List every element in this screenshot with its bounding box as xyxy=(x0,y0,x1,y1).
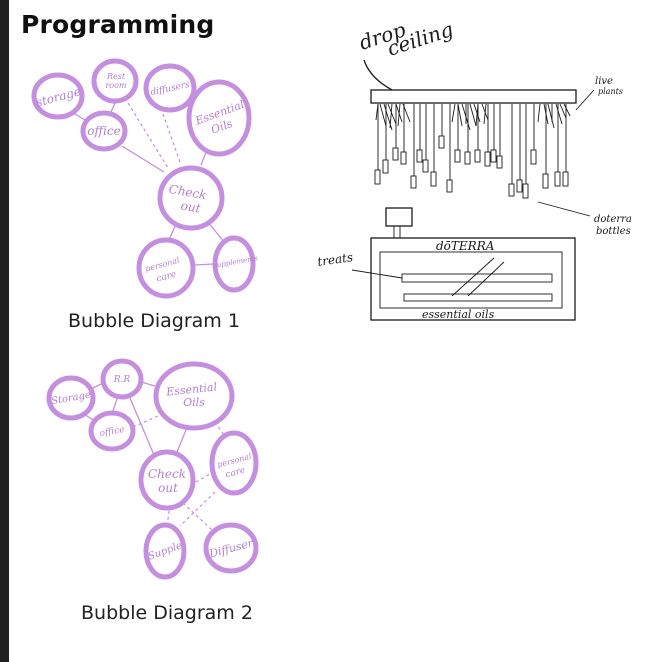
link-office-checkout xyxy=(121,145,165,173)
bubble-personal-care xyxy=(136,237,196,299)
caption-bubble-diagram-1: Bubble Diagram 1 xyxy=(68,310,240,332)
link2-rr-essential xyxy=(140,381,156,387)
label2-essential-1: Essential xyxy=(165,380,218,398)
bubble2-office xyxy=(88,410,136,452)
label2-restroom: R.R xyxy=(113,375,131,385)
bubble-storage xyxy=(31,72,85,120)
bottles-leader xyxy=(537,201,591,217)
drop-ceiling-panel xyxy=(370,89,577,104)
bubble2-diffuser xyxy=(203,522,259,574)
caption-bubble-diagram-2: Bubble Diagram 2 xyxy=(81,602,253,624)
bubble2-checkout xyxy=(138,449,196,511)
counter-outer xyxy=(370,237,576,321)
label-checkout-1: Check xyxy=(168,182,208,202)
label2-checkout-1: Check xyxy=(148,467,186,481)
lower-shelf xyxy=(403,293,553,302)
plant-cluster-right xyxy=(537,103,571,129)
counter-brand: dōTERRA xyxy=(436,239,495,253)
bubble2-essential-oils xyxy=(153,361,235,431)
bubble2-personal-care xyxy=(209,430,259,496)
link-checkout-supplements xyxy=(207,221,225,243)
bubble-office xyxy=(80,110,128,152)
live-plants-leader xyxy=(575,89,595,111)
drop-ceiling-leader xyxy=(363,59,393,91)
counter-sign-post xyxy=(393,226,401,238)
bubble2-restroom xyxy=(100,358,144,400)
link2-checkout-diffuser xyxy=(182,502,213,531)
label-treats: treats xyxy=(316,250,353,269)
bubble2-supplements xyxy=(143,522,187,580)
hanging-bottles xyxy=(374,104,569,199)
label-doterra: doterra xyxy=(594,214,632,225)
left-edge-bar xyxy=(0,0,9,662)
link2-checkout-personal xyxy=(195,473,211,483)
label-checkout-2: out xyxy=(180,198,202,215)
bubble-supplements xyxy=(212,235,256,293)
label-restroom-1: Rest xyxy=(106,72,126,81)
treats-shelf xyxy=(401,273,553,283)
bubble-diffusers xyxy=(143,63,197,113)
link-diffusers-checkout xyxy=(162,113,181,163)
treats-leader xyxy=(351,269,403,279)
bubble-essential-oils xyxy=(186,79,252,157)
plant-cluster-center xyxy=(451,103,489,131)
counter-inner xyxy=(379,251,563,309)
bubble2-storage xyxy=(46,375,96,421)
label2-office: office xyxy=(99,425,125,439)
counter-sign xyxy=(385,207,413,227)
label2-essential-2: Oils xyxy=(183,396,205,409)
label-restroom-2: room xyxy=(105,81,126,90)
link2-office-essential xyxy=(132,415,159,428)
link-restroom-checkout xyxy=(124,97,169,169)
label-live: live xyxy=(595,76,613,87)
link-personal-supplements xyxy=(193,263,215,266)
link2-rr-checkout xyxy=(129,397,155,456)
label2-checkout-2: out xyxy=(158,481,178,495)
label-office: office xyxy=(87,124,120,138)
label-bottles: bottles xyxy=(596,226,631,237)
link2-personal-supple xyxy=(179,491,216,527)
counter-diagonals xyxy=(451,257,505,297)
label-plants: plants xyxy=(598,87,623,96)
page-title: Programming xyxy=(21,10,215,39)
bubble-restroom xyxy=(91,58,139,104)
bubble-checkout xyxy=(157,165,225,231)
plant-cluster-left xyxy=(375,103,411,131)
label-essential-oils: essential oils xyxy=(422,308,495,321)
